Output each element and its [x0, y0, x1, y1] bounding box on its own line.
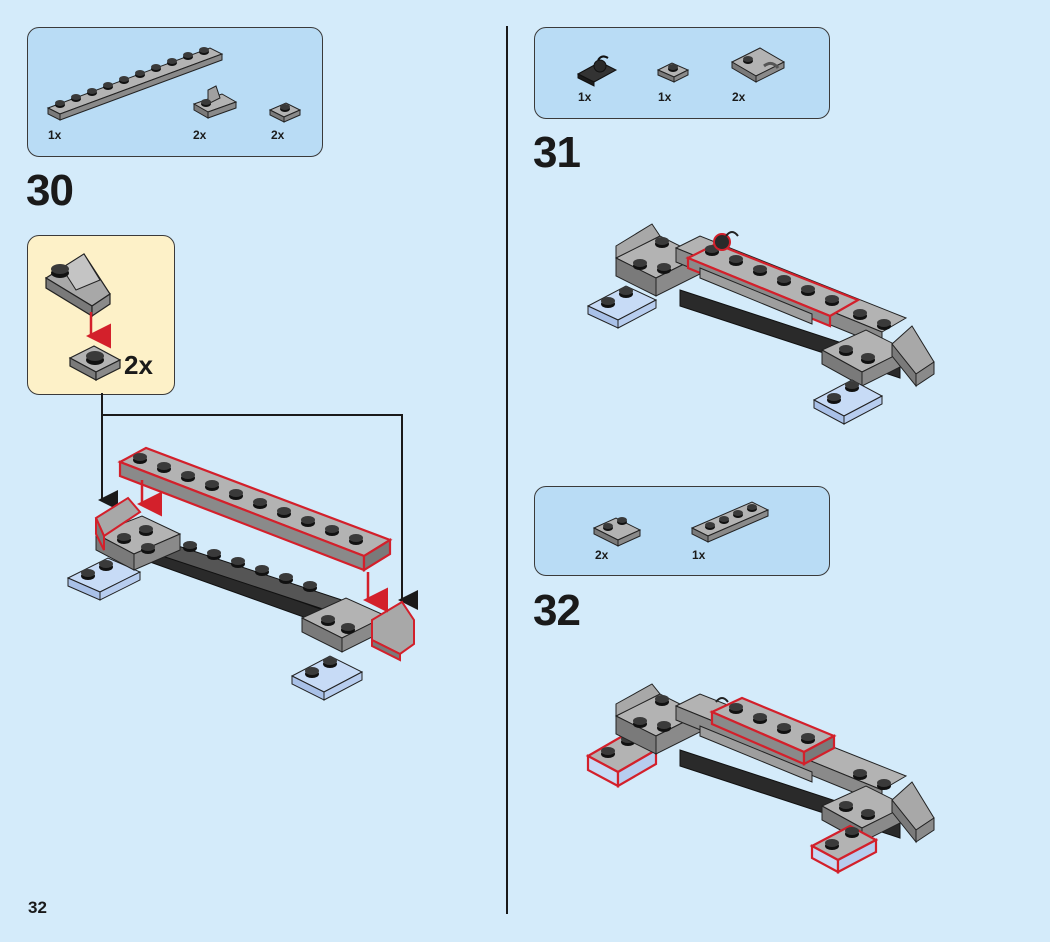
connector-right-arrow: [101, 393, 418, 610]
part-plate-clip-icon: [730, 47, 786, 83]
part-grey-plate-icon: [656, 62, 690, 83]
step30-model: [66, 446, 415, 701]
step30-part3-qty: 2x: [271, 128, 285, 142]
part-small-plate-icon: [268, 102, 302, 123]
step31-part2-qty: 1x: [658, 90, 672, 104]
step-number-31: 31: [533, 128, 581, 177]
part-long-plate-icon: [46, 47, 224, 121]
part-1x4-plate-icon: [690, 501, 770, 543]
step30-part2-qty: 2x: [193, 128, 207, 142]
step31-part3-qty: 2x: [732, 90, 746, 104]
step32-model: [585, 683, 935, 874]
page-number: 32: [28, 898, 47, 917]
part-1x2-plate-icon: [592, 517, 642, 547]
callout-quantity: 2x: [124, 350, 153, 380]
part-clip-plate-icon: [192, 85, 238, 119]
step31-part1-qty: 1x: [578, 90, 592, 104]
step31-model: [586, 223, 935, 425]
step-number-32: 32: [533, 586, 581, 635]
step32-part1-qty: 2x: [595, 548, 609, 562]
step32-part2-qty: 1x: [692, 548, 706, 562]
part-clip-black-icon: [576, 55, 618, 87]
step-number-30: 30: [26, 166, 74, 215]
callout-slope-piece-icon: [44, 253, 111, 318]
step30-part1-qty: 1x: [48, 128, 62, 142]
parts-box-step-30: [27, 27, 323, 157]
parts-box-step-32: [534, 486, 830, 576]
page-divider: [506, 26, 508, 914]
callout-plate-icon: [68, 345, 122, 382]
